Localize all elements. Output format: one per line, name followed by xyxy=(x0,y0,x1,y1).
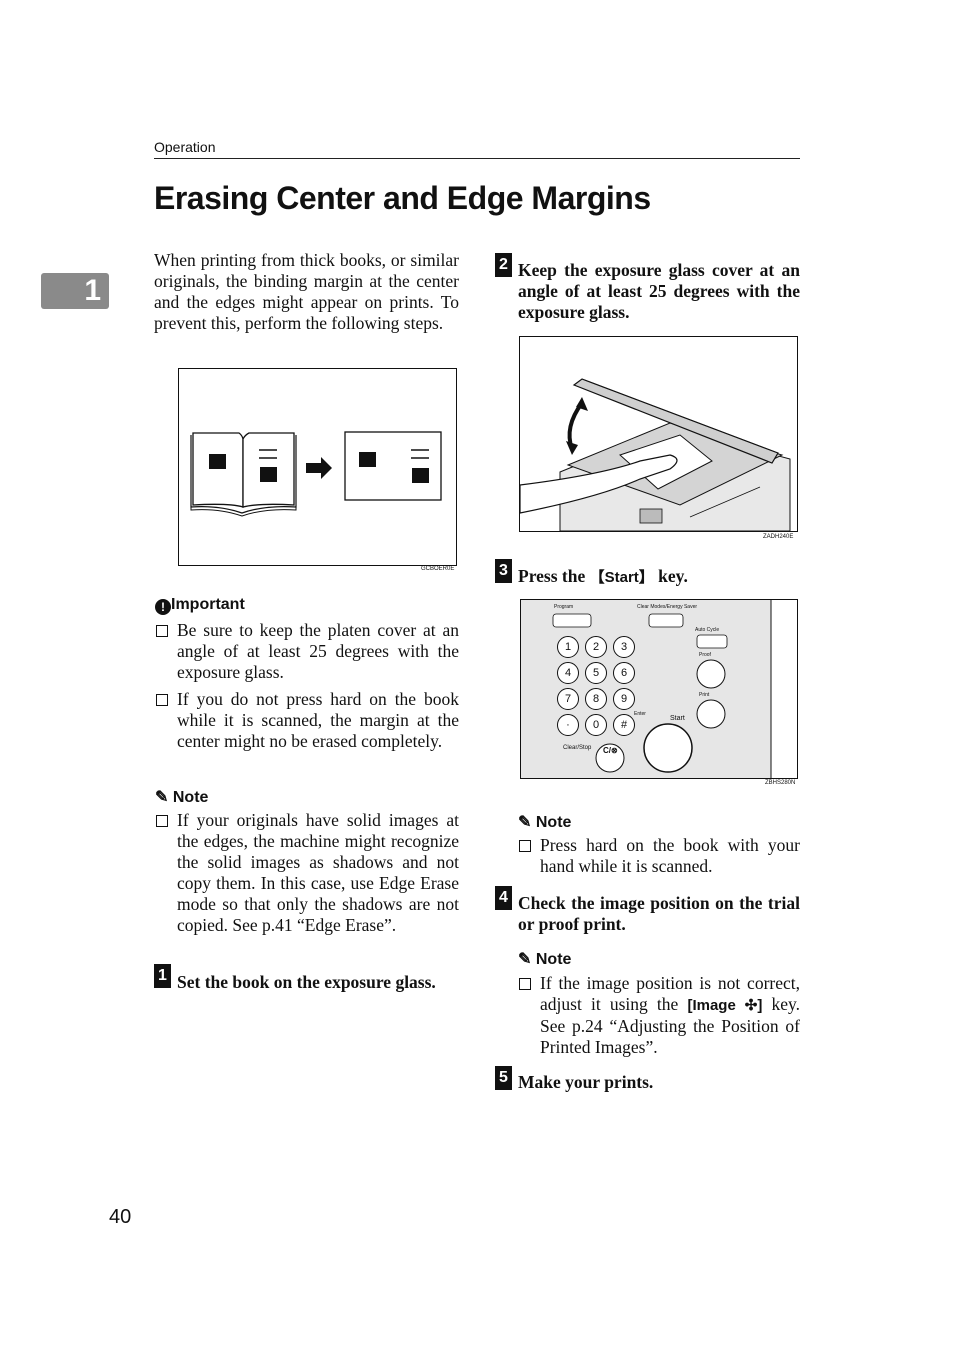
clear-stop-label: Clear/Stop xyxy=(563,745,592,751)
chapter-tab: 1 xyxy=(41,273,109,309)
figure-caption: ZADH240E xyxy=(763,534,794,540)
header-rule xyxy=(154,158,800,159)
auto-cycle-label: Auto Cycle xyxy=(695,627,720,633)
clear-modes-label: Clear Modes/Energy Saver xyxy=(637,604,698,610)
keypad-key: 0 xyxy=(585,714,607,736)
intro-paragraph: When printing from thick books, or simil… xyxy=(154,250,459,333)
chapter-number: 1 xyxy=(84,274,101,307)
print-label: Print xyxy=(699,692,710,698)
pencil-icon: ✎ xyxy=(518,814,532,831)
step-text: Set the book on the exposure glass. xyxy=(177,972,436,992)
checkbox-icon xyxy=(156,625,168,637)
figure-caption: ZBHS280N xyxy=(765,780,796,786)
note-heading: ✎ Note xyxy=(518,951,572,968)
proof-label: Proof xyxy=(699,652,711,658)
book-margin-figure xyxy=(178,368,457,566)
clear-key: C/⊗ xyxy=(603,746,618,755)
step-number: 4 xyxy=(495,886,512,910)
checkbox-icon xyxy=(519,978,531,990)
step-number: 3 xyxy=(495,559,512,583)
keypad-key: 2 xyxy=(585,636,607,658)
keypad-key: 4 xyxy=(557,662,579,684)
copier-hand-figure xyxy=(519,336,798,532)
keypad-key: 6 xyxy=(613,662,635,684)
keypad-key: 8 xyxy=(585,688,607,710)
figure-caption: GCBOER0E xyxy=(421,566,455,572)
control-panel-figure: Program Clear Modes/Energy Saver Auto Cy… xyxy=(520,599,798,779)
keypad-key: 5 xyxy=(585,662,607,684)
running-header: Operation xyxy=(154,139,216,155)
note-item: If your originals have solid images at t… xyxy=(177,810,459,935)
keypad-key: 7 xyxy=(557,688,579,710)
pencil-icon: ✎ xyxy=(518,951,532,968)
step-number: 5 xyxy=(495,1066,512,1090)
keypad: 1 2 3 4 5 6 7 8 9 · 0 # xyxy=(557,636,641,736)
keypad-key: 9 xyxy=(613,688,635,710)
important-icon: ! xyxy=(155,599,171,615)
checkbox-icon xyxy=(156,694,168,706)
step-text: Check the image position on the trial or… xyxy=(518,893,800,934)
checkbox-icon xyxy=(156,815,168,827)
step-number: 1 xyxy=(154,964,171,988)
note-heading: ✎ Note xyxy=(518,814,572,831)
keypad-key: 3 xyxy=(613,636,635,658)
note-item: Press hard on the book with your hand wh… xyxy=(540,835,800,876)
important-item: If you do not press hard on the book whi… xyxy=(177,689,459,751)
note-item: If the image position is not correct, ad… xyxy=(540,973,801,1057)
step-text: Make your prints. xyxy=(518,1072,654,1092)
note-heading: ✎ Note xyxy=(155,789,209,806)
step-text: Keep the exposure glass cover at an angl… xyxy=(518,260,800,322)
keypad-key: 1 xyxy=(557,636,579,658)
important-item: Be sure to keep the platen cover at an a… xyxy=(177,620,459,682)
page-number: 40 xyxy=(109,1206,132,1228)
important-heading: !Important xyxy=(155,596,245,615)
start-key-label: 【Start】 xyxy=(589,569,654,586)
copier-illustration xyxy=(520,378,791,531)
keypad-key: # xyxy=(613,714,635,736)
checkbox-icon xyxy=(519,840,531,852)
page-title: Erasing Center and Edge Margins xyxy=(154,180,651,216)
keypad-key: · xyxy=(557,714,579,736)
enter-label: Enter xyxy=(634,711,646,717)
step-number: 2 xyxy=(495,253,512,277)
book-illustration xyxy=(190,431,442,517)
start-label: Start xyxy=(670,715,685,722)
image-key-label: [Image ✣] xyxy=(687,997,763,1014)
pencil-icon: ✎ xyxy=(155,789,169,806)
step-text: Press the 【Start】 key. xyxy=(518,566,688,586)
program-label: Program xyxy=(554,604,574,610)
